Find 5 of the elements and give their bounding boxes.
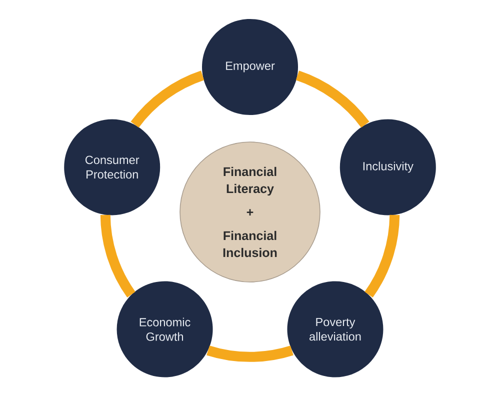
ring-arc — [364, 214, 400, 298]
ring-arc — [296, 70, 370, 128]
ring-arc — [130, 70, 204, 128]
ring-arc — [100, 214, 136, 298]
ring-arc — [206, 346, 294, 362]
